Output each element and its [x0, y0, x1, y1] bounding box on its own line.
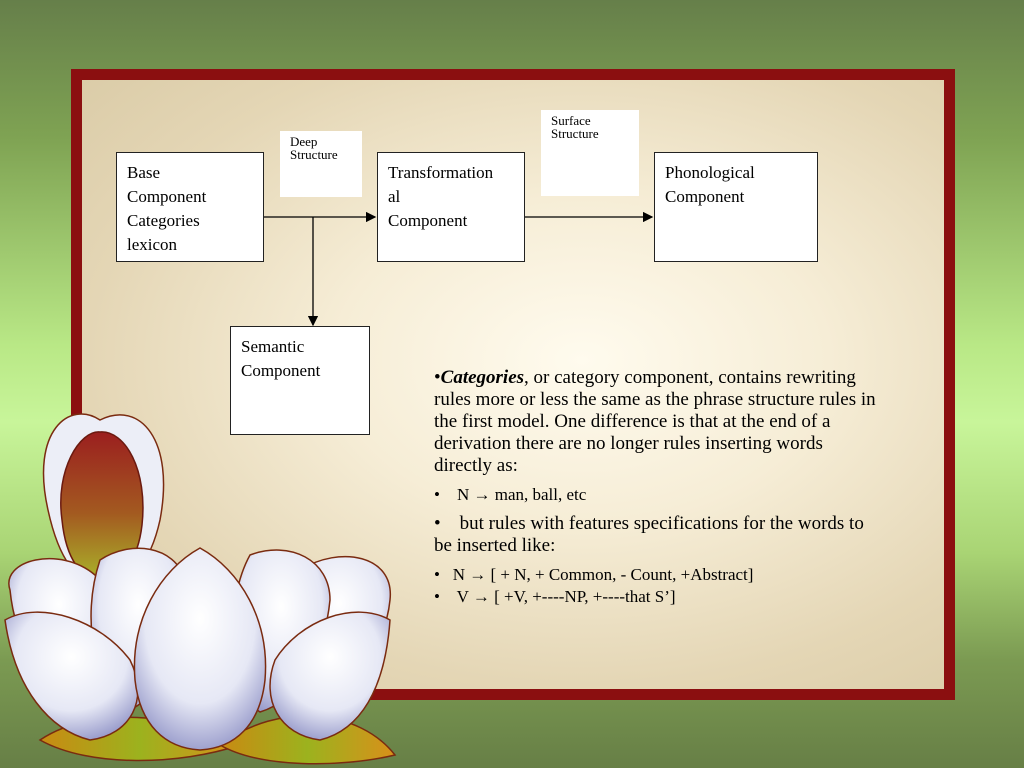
petal [4, 611, 139, 741]
leaf-shape [218, 715, 397, 765]
petal [269, 611, 391, 741]
base-component-box: Base Component Categories lexicon [116, 152, 264, 262]
categories-term: Categories [440, 367, 525, 388]
semantic-component-box: Semantic Component [230, 326, 370, 435]
rule-2: • but rules with features specifications… [434, 513, 864, 556]
intro-bullet: • [434, 367, 441, 388]
petal-center [133, 547, 267, 751]
body-text: •Categories, or category component, cont… [434, 367, 880, 615]
rule-4: • V → [ +V, +----NP, +----that S’] [434, 587, 676, 606]
transformational-component-box: Transformation al Component [377, 152, 525, 262]
categories-paragraph: •Categories, or category component, cont… [434, 367, 880, 477]
surface-structure-label: Surface Structure [541, 110, 639, 196]
phonological-component-box: Phonological Component [654, 152, 818, 262]
rule-1: • N → man, ball, etc [434, 485, 587, 504]
rule-3: • N → [ + N, + Common, - Count, +Abstrac… [434, 565, 754, 584]
categories-description: , or category component, contains rewrit… [434, 367, 876, 476]
deep-structure-label: Deep Structure [280, 131, 362, 197]
